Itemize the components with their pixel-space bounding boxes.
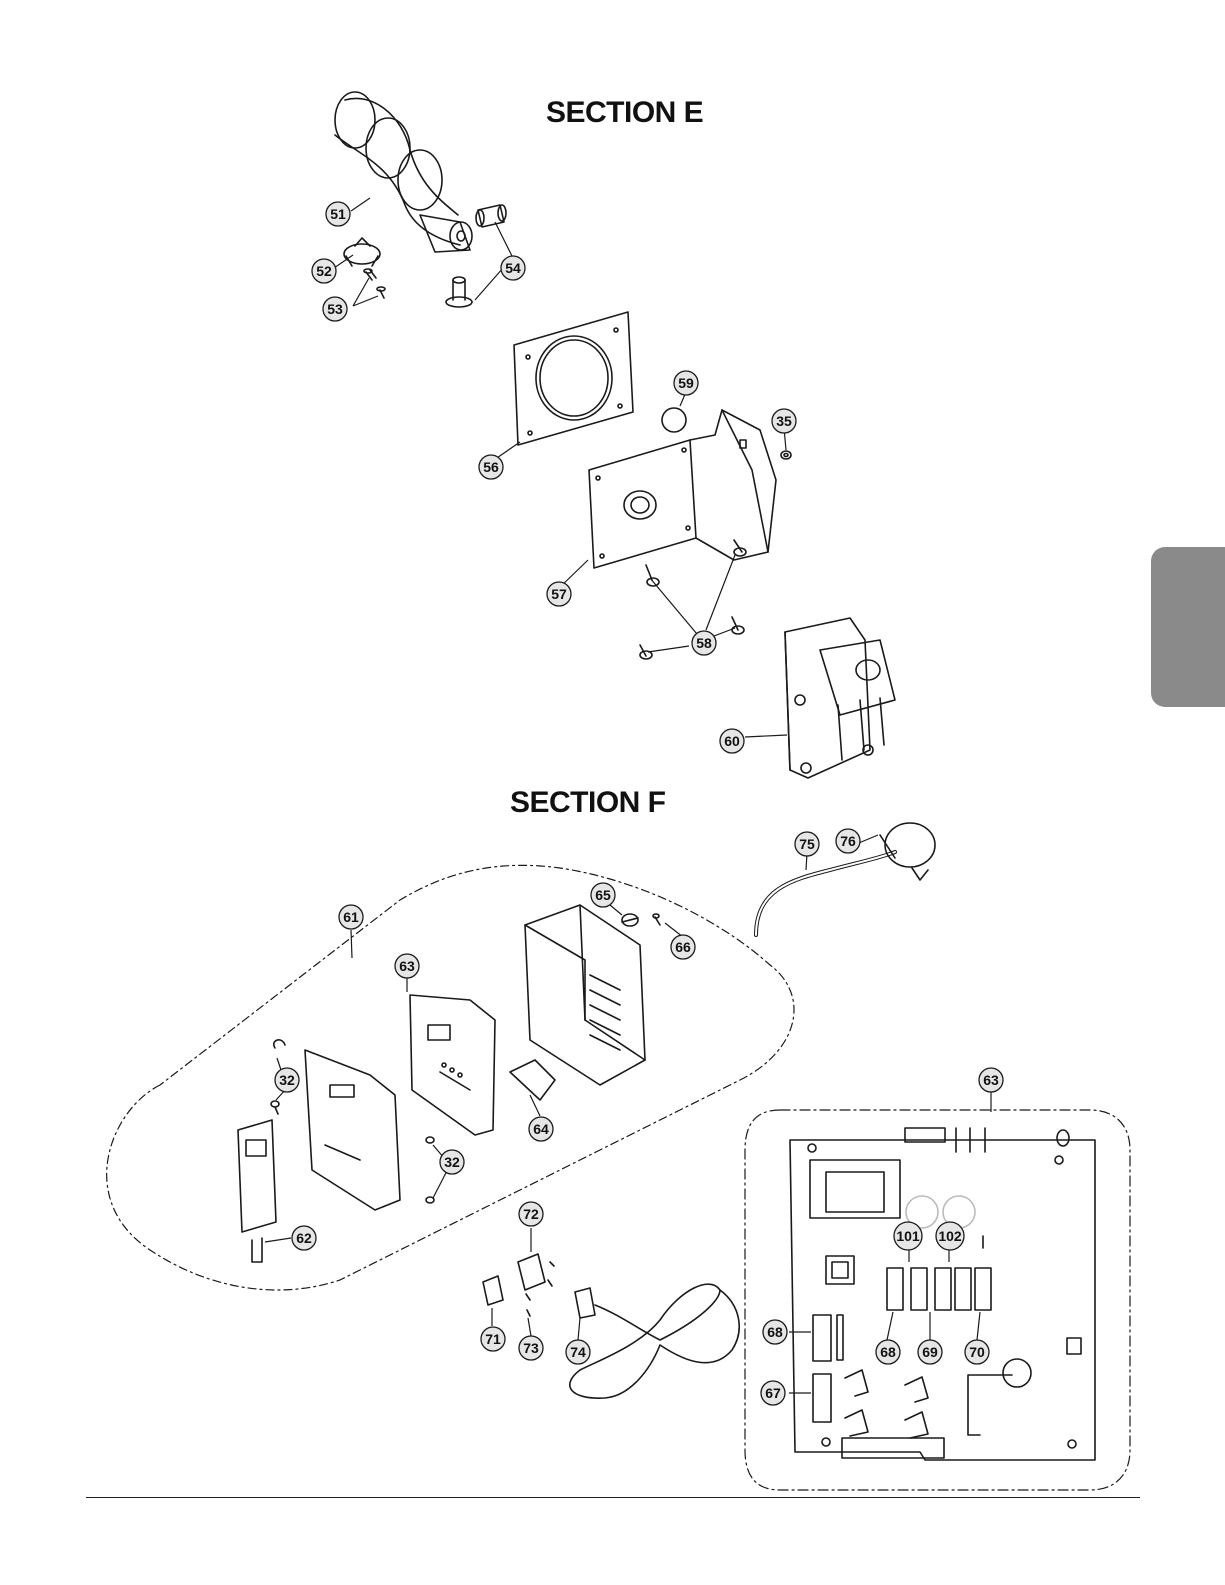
callout-64: 64	[529, 1117, 553, 1141]
callout-number: 32	[279, 1072, 295, 1088]
callout-number: 102	[938, 1228, 962, 1244]
callout-61: 61	[339, 905, 363, 929]
callout-number: 70	[969, 1344, 985, 1360]
callout-72: 72	[519, 1202, 543, 1226]
callout-number: 35	[776, 413, 792, 429]
footer-rule	[86, 1497, 1140, 1498]
callout-69: 69	[918, 1340, 942, 1364]
callout-number: 72	[523, 1206, 539, 1222]
callout-number: 68	[767, 1324, 783, 1340]
callout-number: 71	[485, 1331, 501, 1347]
callout-58: 58	[692, 631, 716, 655]
callout-54: 54	[501, 256, 525, 280]
callout-number: 58	[696, 635, 712, 651]
callout-number: 59	[678, 375, 694, 391]
callout-number: 61	[343, 909, 359, 925]
callout-102: 102	[936, 1222, 964, 1250]
callout-59: 59	[674, 371, 698, 395]
callout-57: 57	[547, 582, 571, 606]
callout-63: 63	[979, 1068, 1003, 1092]
callout-56: 56	[479, 455, 503, 479]
callout-number: 68	[880, 1344, 896, 1360]
callout-75: 75	[795, 832, 819, 856]
callout-number: 64	[533, 1121, 549, 1137]
callout-52: 52	[312, 259, 336, 283]
callout-62: 62	[292, 1226, 316, 1250]
callout-number: 60	[724, 733, 740, 749]
callout-number: 51	[330, 206, 346, 222]
callout-number: 63	[399, 958, 415, 974]
callout-number: 52	[316, 263, 332, 279]
callout-number: 32	[444, 1154, 460, 1170]
callout-number: 53	[327, 301, 343, 317]
callout-number: 101	[896, 1228, 920, 1244]
callout-68: 68	[763, 1320, 787, 1344]
callout-71: 71	[481, 1327, 505, 1351]
callout-76: 76	[836, 829, 860, 853]
callout-number: 75	[799, 836, 815, 852]
callout-51: 51	[326, 202, 350, 226]
callout-68: 68	[876, 1340, 900, 1364]
callout-67: 67	[761, 1381, 785, 1405]
callout-101: 101	[894, 1222, 922, 1250]
callout-60: 60	[720, 729, 744, 753]
callout-32: 32	[275, 1068, 299, 1092]
callout-number: 74	[570, 1344, 586, 1360]
callout-number: 54	[505, 260, 521, 276]
callout-number: 56	[483, 459, 499, 475]
callout-53: 53	[323, 297, 347, 321]
leader-lines	[265, 198, 991, 1393]
callout-65: 65	[591, 883, 615, 907]
callout-35: 35	[772, 409, 796, 433]
callout-number: 62	[296, 1230, 312, 1246]
callout-63: 63	[395, 954, 419, 978]
callout-66: 66	[671, 935, 695, 959]
callout-number: 66	[675, 939, 691, 955]
callout-number: 69	[922, 1344, 938, 1360]
callout-70: 70	[965, 1340, 989, 1364]
callout-number: 57	[551, 586, 567, 602]
callout-73: 73	[519, 1336, 543, 1360]
callout-number: 67	[765, 1385, 781, 1401]
callout-number: 65	[595, 887, 611, 903]
callout-number: 73	[523, 1340, 539, 1356]
callout-number: 76	[840, 833, 856, 849]
callout-number: 63	[983, 1072, 999, 1088]
callout-74: 74	[566, 1340, 590, 1364]
callout-32: 32	[440, 1150, 464, 1174]
